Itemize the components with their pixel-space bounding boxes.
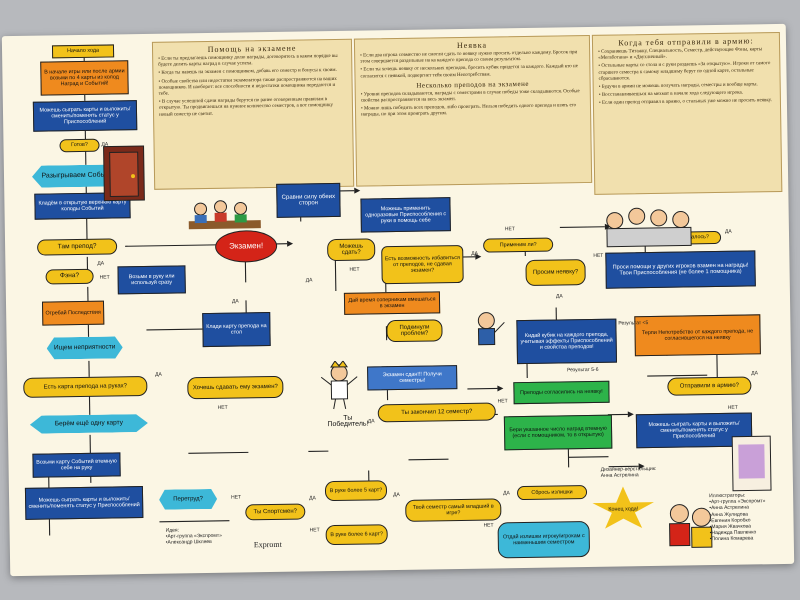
army-start-box: В начале игры или после армии возьми по … [40, 60, 129, 96]
exam-passed-box: Экзамен сдан!!! Получи семестры! [367, 365, 458, 391]
ask-no-show-decision: Просим неявку? [525, 259, 586, 286]
yes-label: ДА [309, 495, 316, 502]
no-label: НЕТ [497, 398, 508, 405]
flowchart-sheet: Помощь на экзамене • Если ты предлагаешь… [1, 23, 795, 577]
take-rewards-box: Бери указанное число наград втемную (есл… [503, 414, 613, 451]
youngest-decision: Твой семестр самый младший в игре? [405, 498, 502, 522]
can-pass-decision: Можешь сдать? [327, 238, 376, 262]
ideas-credits: Идея: •Арт-группа «Экспромт» •Александр … [166, 527, 223, 546]
no-label: НЕТ [504, 226, 515, 233]
panel-paragraph: • Остальные карты со стола и с руки разд… [598, 61, 771, 82]
overwork-box: Перетруд? [159, 489, 217, 510]
panel-paragraph: • Сохраняешь Титажку, Специальность, Сем… [598, 47, 763, 62]
panel-paragraph: • Можно лишь победить всех преподов, либ… [360, 103, 577, 118]
seek-trouble-box: Ищем неприятности [47, 336, 123, 359]
drop-extra-box: Сбрось излишки [516, 485, 588, 501]
panel-paragraph: • Если ты предлагаешь помощнику долю наг… [158, 53, 338, 68]
yes-label: ДА [471, 250, 479, 257]
card-illustration-icon [731, 435, 772, 492]
panel-paragraph: • Особые свойства или недостатки экзамен… [158, 76, 337, 97]
winner-label: Ты Победитель! [327, 414, 369, 429]
prepod-there-decision: Там препод? [37, 238, 118, 256]
yes-label: ДА [555, 293, 563, 300]
yes-label: ДА [97, 260, 105, 267]
credits-entry: •Александр Шкляев [165, 539, 212, 547]
panel-paragraph: • Если один препод отправил в армию, о с… [598, 98, 772, 107]
take-one-more-box: Берём ещё одну карту [30, 414, 148, 434]
kids-illustration-icon [669, 504, 713, 548]
yes-label: ДА [305, 277, 313, 284]
no-label: НЕТ [99, 274, 110, 281]
no-show-panel: Неявка • Если два игрока совместно не см… [353, 34, 593, 187]
yes-label: ДА [393, 491, 400, 499]
ask-help-box: Проси помощи у других игроков взамен на … [605, 250, 756, 289]
panel-paragraph: • Уровни преподов складываются, награды … [360, 88, 580, 104]
more-6-decision: В руке более 6 карт? [325, 524, 388, 546]
panel-title: Помощь на экзамене [207, 43, 297, 54]
give-extra-box: Отдай излишки игроку/игрокам с наименьши… [497, 521, 591, 559]
more-5-decision: В руке более 5 карт? [324, 480, 388, 502]
have-prepod-card-decision: Есть карта препода на руках? [23, 375, 148, 398]
no-label: НЕТ [593, 252, 604, 259]
panel-paragraph: • В случае успешной сдачи награды берутс… [158, 97, 334, 118]
sportsman-decision: Ты Спортсмен? [245, 503, 306, 521]
students-at-table-icon [188, 200, 261, 230]
suffer-box: Терпи Непотребство от каждого препода, н… [634, 314, 761, 357]
yes-label: ДА [231, 298, 239, 305]
applied-decision: Применим ли? [483, 237, 554, 253]
ready-decision: Готов? [59, 138, 100, 153]
no-label: НЕТ [727, 404, 738, 411]
designer-credits: Дизайнер-верстальщик: Анна Астрелина [601, 466, 657, 479]
yes-label: ДА [751, 370, 758, 377]
get-rid-decision: Есть возможность избавиться от преподов,… [381, 244, 464, 285]
door-illustration-icon [103, 145, 145, 202]
panel-title: Когда тебя отправили в армию: [618, 36, 754, 48]
no-label: НЕТ [483, 522, 494, 529]
panel-paragraph: • Если два игрока совместно не смогли сд… [360, 50, 578, 65]
agreed-box: Преподы согласились на неявку! [513, 380, 610, 405]
expromt-logo: Expromt [253, 539, 282, 550]
yes-label: ДА [503, 490, 510, 497]
apply-one-use-box: Можешь применить одноразовые Приспособле… [360, 197, 451, 233]
no-label: НЕТ [217, 404, 228, 411]
roll-die-box: Кидай кубик на каждого препода, учитывая… [516, 318, 618, 365]
result-56-label: Результат 5-6 [567, 366, 599, 374]
play-cards-box: Можешь сыграть карты и выложить/сменить/… [32, 100, 138, 132]
compare-strength-box: Сравни силу обеих сторон [276, 182, 341, 218]
no-label: НЕТ [349, 266, 360, 273]
yes-label: ДА [155, 371, 162, 378]
give-time-box: Дай время соперникам вмешаться в экзамен [343, 291, 441, 315]
credits-entry: •Полина Комарева [709, 535, 754, 543]
play-cards-box-2: Можешь сыграть карты и выложить/сменить/… [24, 486, 144, 520]
illustrators-credits: Иллюстраторы: •Арт-группа «Экспромт» •Ан… [709, 492, 766, 543]
yes-label: ДА [367, 418, 375, 425]
no-label: НЕТ [309, 527, 320, 534]
credits-entry: Анна Астрелина [600, 472, 639, 480]
help-on-exam-panel: Помощь на экзамене • Если ты предлагаешь… [151, 38, 355, 190]
no-label: НЕТ [231, 494, 242, 501]
yes-label: ДА [724, 228, 732, 235]
crowd-illustration-icon [606, 207, 692, 248]
panel-paragraph: • Если ты хочешь неявку от нескольких пр… [360, 64, 578, 80]
army-panel: Когда тебя отправили в армию: • Сохраняе… [591, 31, 783, 195]
consequences-box: Огребай Последствия [41, 300, 105, 326]
fen-decision: Фэна? [45, 268, 94, 285]
happy-student-icon [320, 360, 358, 410]
result-less5-label: Результат <5 [618, 320, 649, 327]
help-called-decision: Подкинули проблем? [386, 319, 443, 343]
take-fen-box: Возьми в руку или используй сразу [117, 265, 186, 295]
professor-icon [477, 312, 505, 346]
put-prepod-box: Клади карту препода на стол [202, 312, 271, 348]
sent-army-decision: Отправили в армию? [667, 376, 752, 396]
finished-12-decision: Ты закончил 12 семестр? [377, 402, 496, 423]
want-exam-decision: Хочешь сдавать ему экзамен? [187, 375, 284, 400]
take-event-hand-box: Возьми карту Событий втемную себе на рук… [32, 452, 121, 478]
turn-start-box: Начало хода [51, 44, 115, 59]
